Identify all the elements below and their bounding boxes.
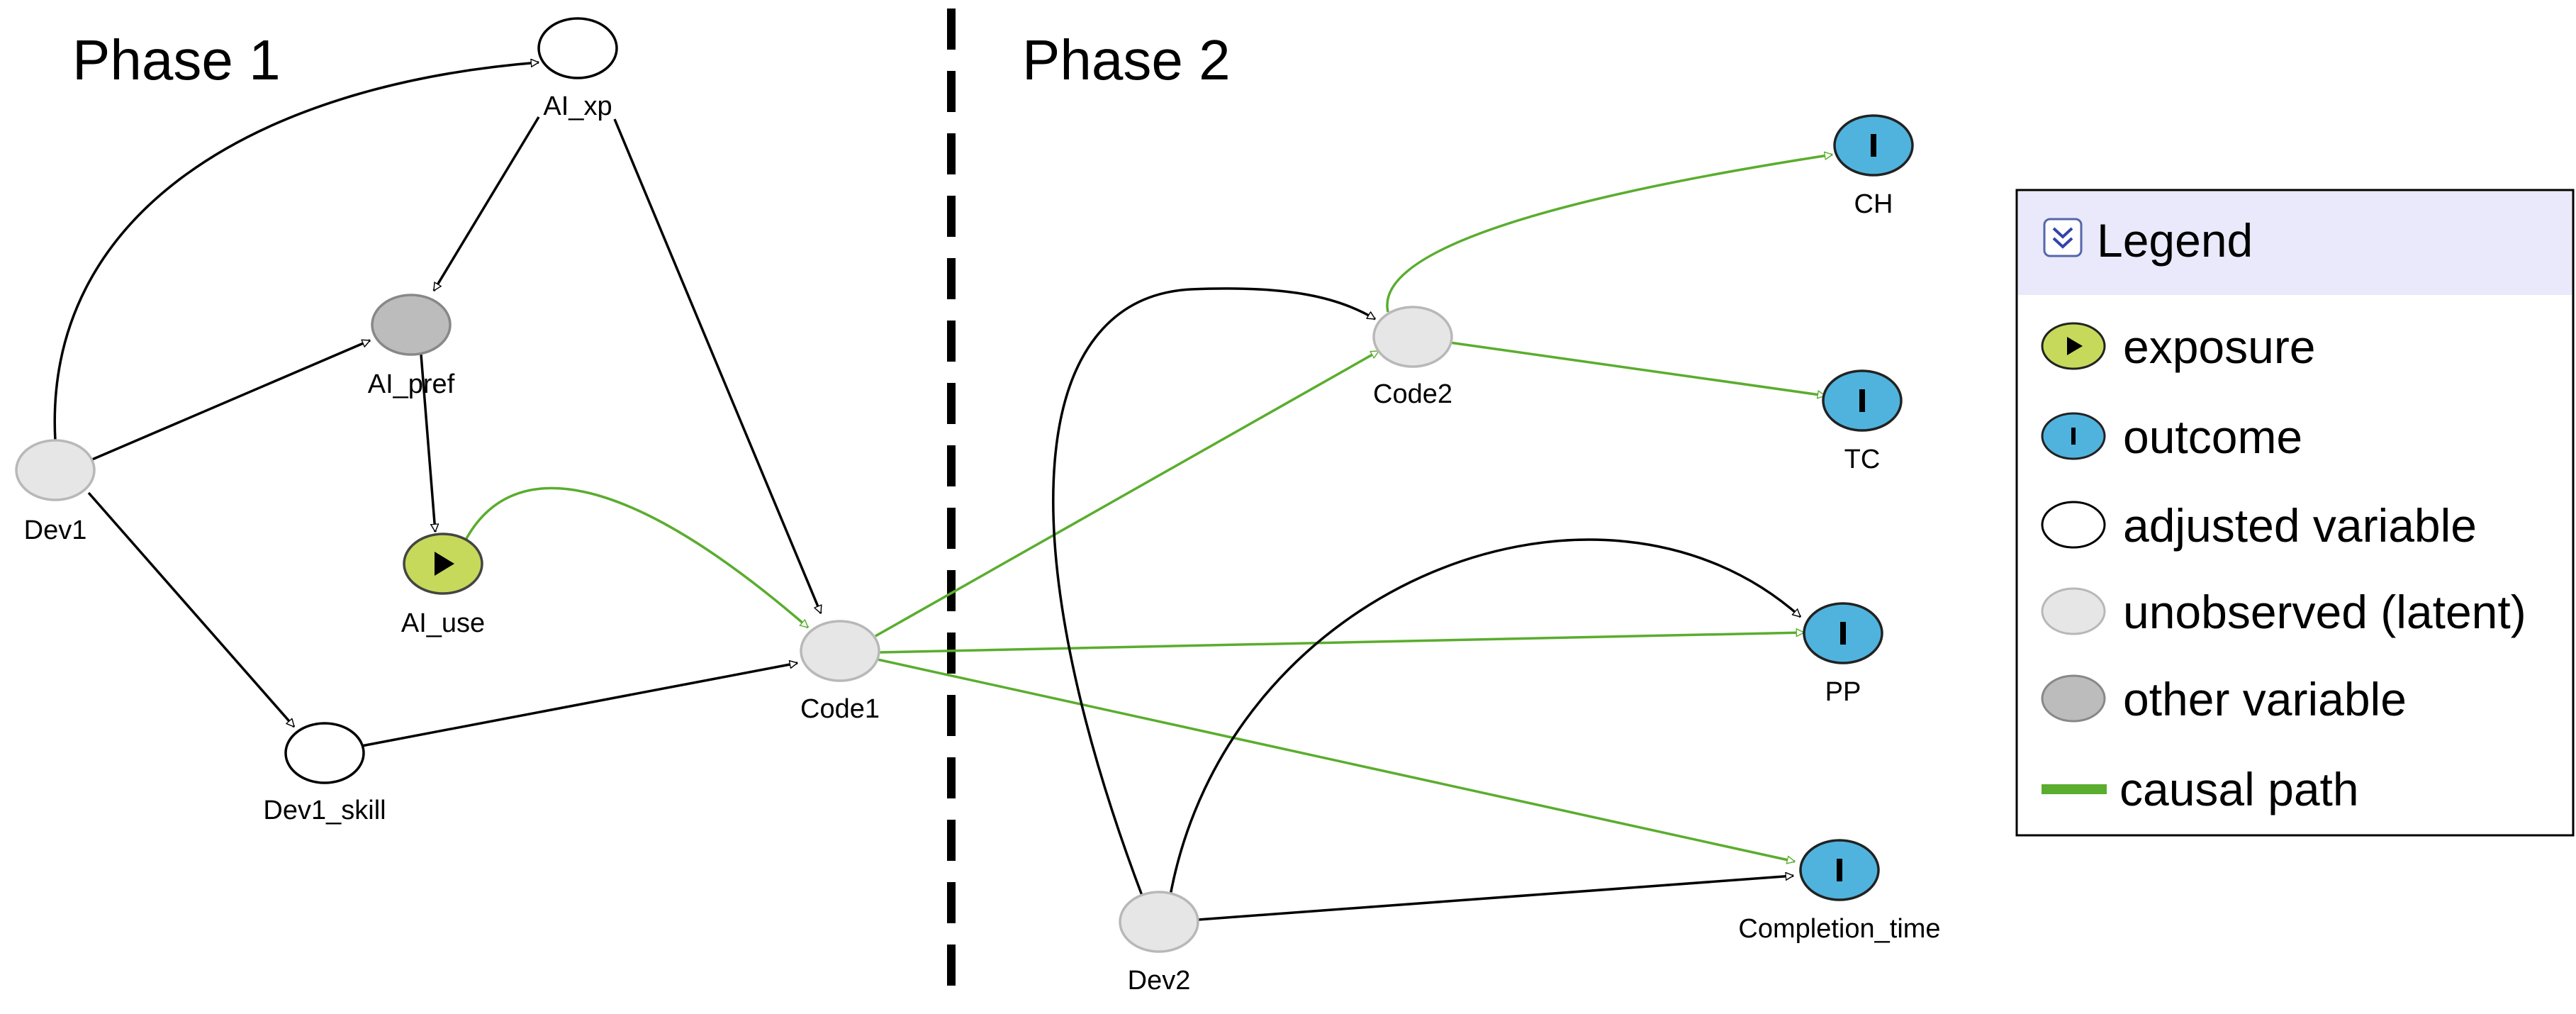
edge-ai-use-to-code1 bbox=[463, 486, 808, 629]
legend-label-exposure: exposure bbox=[2123, 321, 2316, 373]
edge-code2-to-tc bbox=[1449, 341, 1825, 396]
outcome-bar-icon bbox=[1837, 859, 1842, 881]
node-dev1[interactable]: Dev1 bbox=[15, 439, 96, 545]
outcome-bar-icon bbox=[2071, 428, 2076, 445]
outcome-bar-icon bbox=[1840, 622, 1846, 645]
node-label-pp: PP bbox=[1825, 677, 1861, 707]
edge-dev1-to-dev1-skill bbox=[87, 491, 296, 727]
node-completion-time[interactable]: Completion_time bbox=[1738, 839, 1941, 944]
legend-label-other: other variable bbox=[2123, 673, 2407, 725]
edge-dev1-skill-to-code1 bbox=[361, 663, 797, 747]
node-ai-pref[interactable]: AI_pref bbox=[368, 294, 455, 399]
node-label-ai-xp: AI_xp bbox=[543, 91, 612, 121]
node-label-ai-pref: AI_pref bbox=[368, 369, 455, 399]
edge-dev2-to-pp bbox=[1168, 538, 1801, 900]
phase-1-label: Phase 1 bbox=[72, 28, 281, 91]
node-tc[interactable]: TC bbox=[1822, 369, 1903, 474]
node-label-tc: TC bbox=[1844, 445, 1881, 474]
node-code1[interactable]: Code1 bbox=[800, 620, 880, 724]
node-label-dev1-skill: Dev1_skill bbox=[263, 796, 386, 825]
legend-item-causal: causal path bbox=[2042, 763, 2359, 815]
node-label-dev1: Dev1 bbox=[24, 516, 87, 545]
node-label-ch: CH bbox=[1854, 189, 1893, 219]
legend-box bbox=[2015, 189, 2575, 837]
collapse-chevrons-icon[interactable] bbox=[2043, 218, 2083, 257]
legend-label-outcome: outcome bbox=[2123, 411, 2302, 463]
node-dev1-skill[interactable]: Dev1_skill bbox=[263, 722, 386, 825]
outcome-bar-icon bbox=[1859, 389, 1865, 412]
edge-dev2-to-code2 bbox=[1052, 287, 1375, 900]
edge-dev2-to-completion-time bbox=[1197, 876, 1793, 921]
edge-code1-to-code2 bbox=[875, 350, 1379, 637]
edge-code2-to-ch bbox=[1386, 155, 1832, 313]
node-label-dev2: Dev2 bbox=[1128, 966, 1191, 996]
edge-code1-to-completion-time bbox=[877, 658, 1795, 862]
node-label-code1: Code1 bbox=[800, 694, 880, 724]
legend-item-other: other variable bbox=[2041, 673, 2407, 725]
legend-item-latent: unobserved (latent) bbox=[2041, 586, 2526, 638]
legend-title: Legend bbox=[2097, 214, 2253, 267]
causal-path-swatch bbox=[2042, 784, 2107, 794]
node-code2[interactable]: Code2 bbox=[1372, 306, 1453, 409]
node-label-completion-time: Completion_time bbox=[1738, 914, 1940, 944]
edge-ai-pref-to-ai-use bbox=[420, 354, 435, 532]
node-dev2[interactable]: Dev2 bbox=[1119, 891, 1199, 996]
node-pp[interactable]: PP bbox=[1803, 602, 1883, 707]
edge-code1-to-pp bbox=[878, 633, 1804, 654]
edge-layer bbox=[53, 62, 1832, 921]
legend-label-adjusted: adjusted variable bbox=[2123, 499, 2477, 552]
edge-ai-xp-to-ai-pref bbox=[432, 116, 540, 291]
edge-dev1-to-ai-xp bbox=[53, 62, 539, 442]
play-icon bbox=[435, 552, 454, 576]
legend-item-adjusted: adjusted variable bbox=[2041, 499, 2477, 552]
legend-label-causal: causal path bbox=[2119, 763, 2359, 815]
legend-item-outcome: outcome bbox=[2041, 411, 2302, 463]
node-label-code2: Code2 bbox=[1373, 379, 1452, 409]
edge-dev1-to-ai-pref bbox=[91, 339, 370, 461]
legend-item-exposure: exposure bbox=[2041, 321, 2316, 373]
outcome-bar-icon bbox=[1871, 134, 1876, 157]
node-label-ai-use: AI_use bbox=[401, 608, 485, 638]
node-ai-xp[interactable]: AI_xp bbox=[537, 17, 618, 121]
legend-label-latent: unobserved (latent) bbox=[2123, 586, 2526, 638]
play-icon bbox=[2067, 337, 2083, 355]
phase-2-label: Phase 2 bbox=[1022, 28, 1231, 91]
node-ai-use[interactable]: AI_use bbox=[401, 533, 485, 638]
node-layer: AI_xp AI_pref AI_use Dev1 Dev1_skill Cod… bbox=[15, 17, 1941, 996]
legend-header[interactable] bbox=[2018, 191, 2572, 295]
legend: Legend exposure outcome adjusted variabl… bbox=[2015, 189, 2575, 837]
node-ch[interactable]: CH bbox=[1833, 114, 1914, 219]
edge-ai-xp-to-code1 bbox=[613, 118, 821, 613]
